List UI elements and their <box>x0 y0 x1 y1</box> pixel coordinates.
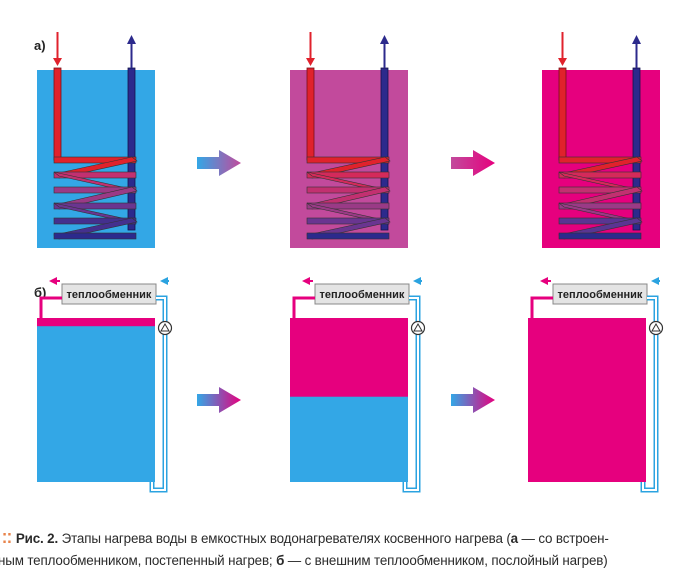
coil-segment <box>53 171 137 179</box>
hot-supply-pipe <box>292 296 315 318</box>
hot-layer <box>290 318 408 397</box>
cold-flow-arrow-icon <box>651 277 659 285</box>
arrow-shape <box>451 387 495 413</box>
tank-body <box>37 318 155 482</box>
outlet-arrowhead-icon <box>380 35 389 44</box>
arrow-shape <box>451 150 495 176</box>
pump-arrow-icon <box>651 322 661 332</box>
heat-exchanger-box <box>61 283 157 305</box>
inlet-pipe <box>306 67 315 161</box>
coil-segment <box>558 202 642 210</box>
hot-flow-arrow-icon <box>302 277 310 285</box>
stage-arrow-b-1 <box>197 387 241 413</box>
heat-exchanger-box <box>552 283 648 305</box>
heat-exchanger-label: теплообменник <box>558 289 643 301</box>
row-b-label: б) <box>34 285 46 300</box>
caption-dots-icon: ⁚⁚ <box>2 531 12 546</box>
heat-exchanger-label: теплообменник <box>67 289 152 301</box>
caption-letter-b: б <box>276 553 285 568</box>
coil-segment <box>306 232 390 240</box>
tank-b-1: теплообменник <box>37 277 173 493</box>
hot-supply-pipe <box>39 296 62 318</box>
inlet-pipe <box>53 67 62 161</box>
coil-segment <box>53 232 137 240</box>
stage-arrow-b-2 <box>451 387 495 413</box>
return-pipe-inner <box>151 297 166 491</box>
coil-segment <box>558 232 642 240</box>
cold-flow-arrow-icon <box>413 277 421 285</box>
tank-b-3: теплообменник <box>528 277 664 493</box>
caption-text-3: ным теплообменником, постепенный нагрев; <box>0 553 277 568</box>
return-pipe-inner <box>642 297 657 491</box>
caption-text-4: — с внешним теплообменником, послойный н… <box>284 553 608 568</box>
hot-flow-arrow-icon <box>49 277 57 285</box>
row-a-label: а) <box>34 38 46 53</box>
figure-caption: ⁚⁚Рис. 2. Этапы нагрева воды в емкостных… <box>0 528 700 572</box>
caption-figure-number: Рис. 2. <box>15 531 59 546</box>
outlet-arrowhead-icon <box>127 35 136 44</box>
cold-flow-arrow-icon <box>160 277 168 285</box>
return-pipe-inner <box>404 297 419 491</box>
caption-text-1: Этапы нагрева воды в емкостных водонагре… <box>58 531 511 546</box>
inlet-pipe <box>558 67 567 161</box>
tank-a-1 <box>37 32 155 248</box>
tank-a-2 <box>290 32 408 248</box>
coil-segment <box>306 202 390 210</box>
hot-layer <box>528 318 646 482</box>
diagram: а) б) теплообменник теплообменник теплоо… <box>34 32 664 493</box>
pump-arrow-icon <box>160 322 170 332</box>
caption-letter-a: а <box>510 531 518 546</box>
outlet-arrowhead-icon <box>632 35 641 44</box>
coil-segment <box>306 171 390 179</box>
tank-a-3 <box>542 32 660 248</box>
hot-layer <box>37 318 155 327</box>
coil-segment <box>53 202 137 210</box>
inlet-arrowhead-icon <box>306 58 315 66</box>
heat-exchanger-label: теплообменник <box>320 289 405 301</box>
coil-segment <box>558 171 642 179</box>
stage-arrow-a-1 <box>197 150 241 176</box>
heat-exchanger-box <box>314 283 410 305</box>
caption-text-2: — со встроен- <box>517 531 609 546</box>
tank-b-2: теплообменник <box>290 277 426 493</box>
hot-supply-pipe <box>530 296 553 318</box>
arrow-shape <box>197 150 241 176</box>
arrow-shape <box>197 387 241 413</box>
inlet-arrowhead-icon <box>53 58 62 66</box>
inlet-arrowhead-icon <box>558 58 567 66</box>
pump-arrow-icon <box>413 322 423 332</box>
hot-flow-arrow-icon <box>540 277 548 285</box>
stage-arrow-a-2 <box>451 150 495 176</box>
